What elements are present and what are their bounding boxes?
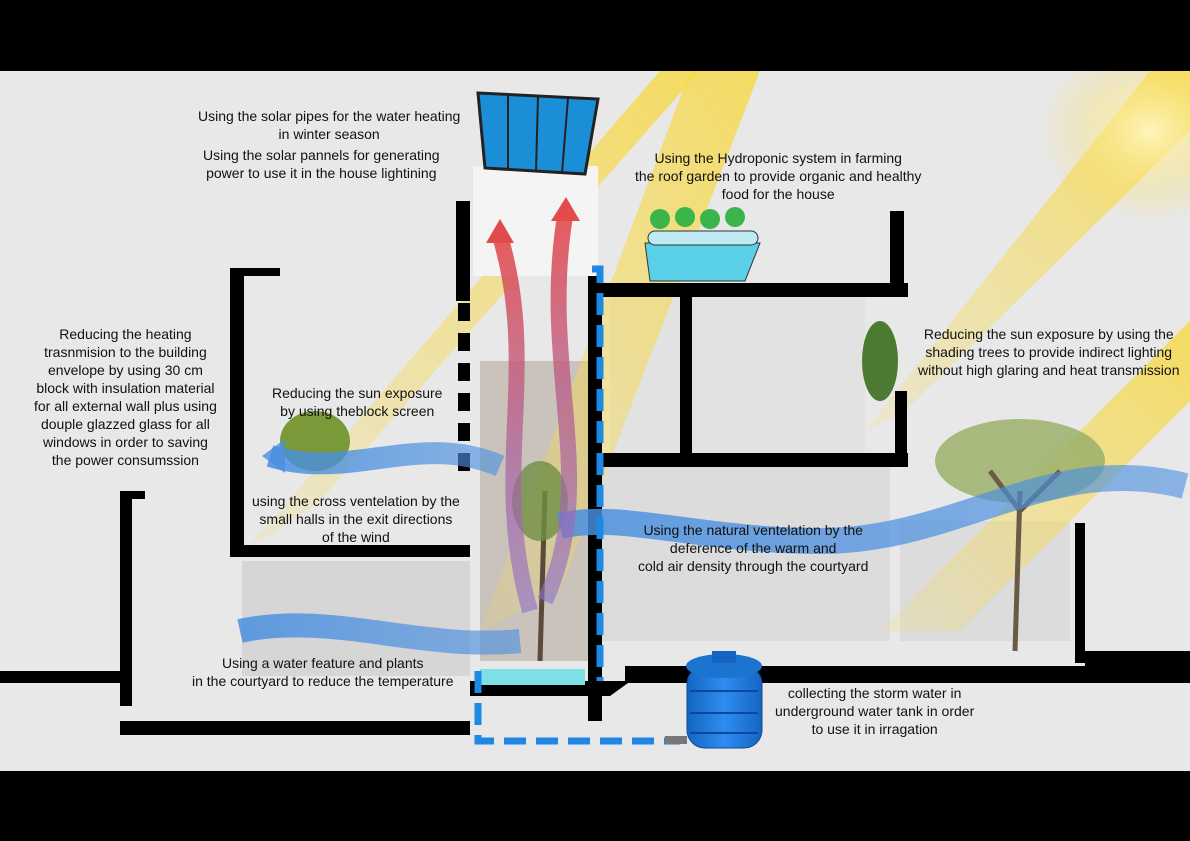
- note-cross-ventilation: using the cross ventelation by the small…: [252, 493, 460, 545]
- solar-panel-icon: [473, 91, 600, 276]
- note-shading-trees: Reducing the sun exposure by using the s…: [918, 326, 1180, 378]
- building-structure: [0, 201, 1190, 735]
- note-natural-ventilation: Using the natural ventelation by the def…: [638, 522, 869, 574]
- cool-wind-cross-ventilation: [266, 442, 505, 477]
- note-block-screen: Reducing the sun exposure by using thebl…: [272, 385, 443, 419]
- cool-wind-ground: [237, 613, 522, 655]
- hydroponic-planter-icon: [644, 207, 761, 282]
- house-section-illustration: [0, 71, 1190, 749]
- wind-arrow-head: [262, 439, 285, 473]
- note-hydroponic: Using the Hydroponic system in farming t…: [635, 150, 922, 202]
- note-solar-panels: Using the solar pannels for generating p…: [203, 147, 440, 181]
- diagram-canvas: Using the solar pipes for the water heat…: [0, 71, 1190, 771]
- water-feature: [480, 669, 585, 685]
- warm-air-stream-right: [537, 214, 578, 605]
- water-pipe: [474, 265, 680, 745]
- note-water-feature: Using a water feature and plants in the …: [192, 655, 454, 689]
- cool-wind-natural-ventilation: [556, 465, 1189, 555]
- warm-air-arrow-left: [486, 219, 514, 243]
- warm-air-arrow-right: [551, 197, 580, 221]
- note-storm-water: collecting the storm water in undergroun…: [775, 685, 975, 737]
- sun-glow-icon: [1040, 71, 1190, 221]
- note-heating-transmission: Reducing the heating trasnmision to the …: [34, 326, 217, 468]
- water-tank-icon: [665, 651, 763, 749]
- note-solar-pipes: Using the solar pipes for the water heat…: [198, 108, 461, 142]
- warm-air-stream-left: [492, 233, 538, 614]
